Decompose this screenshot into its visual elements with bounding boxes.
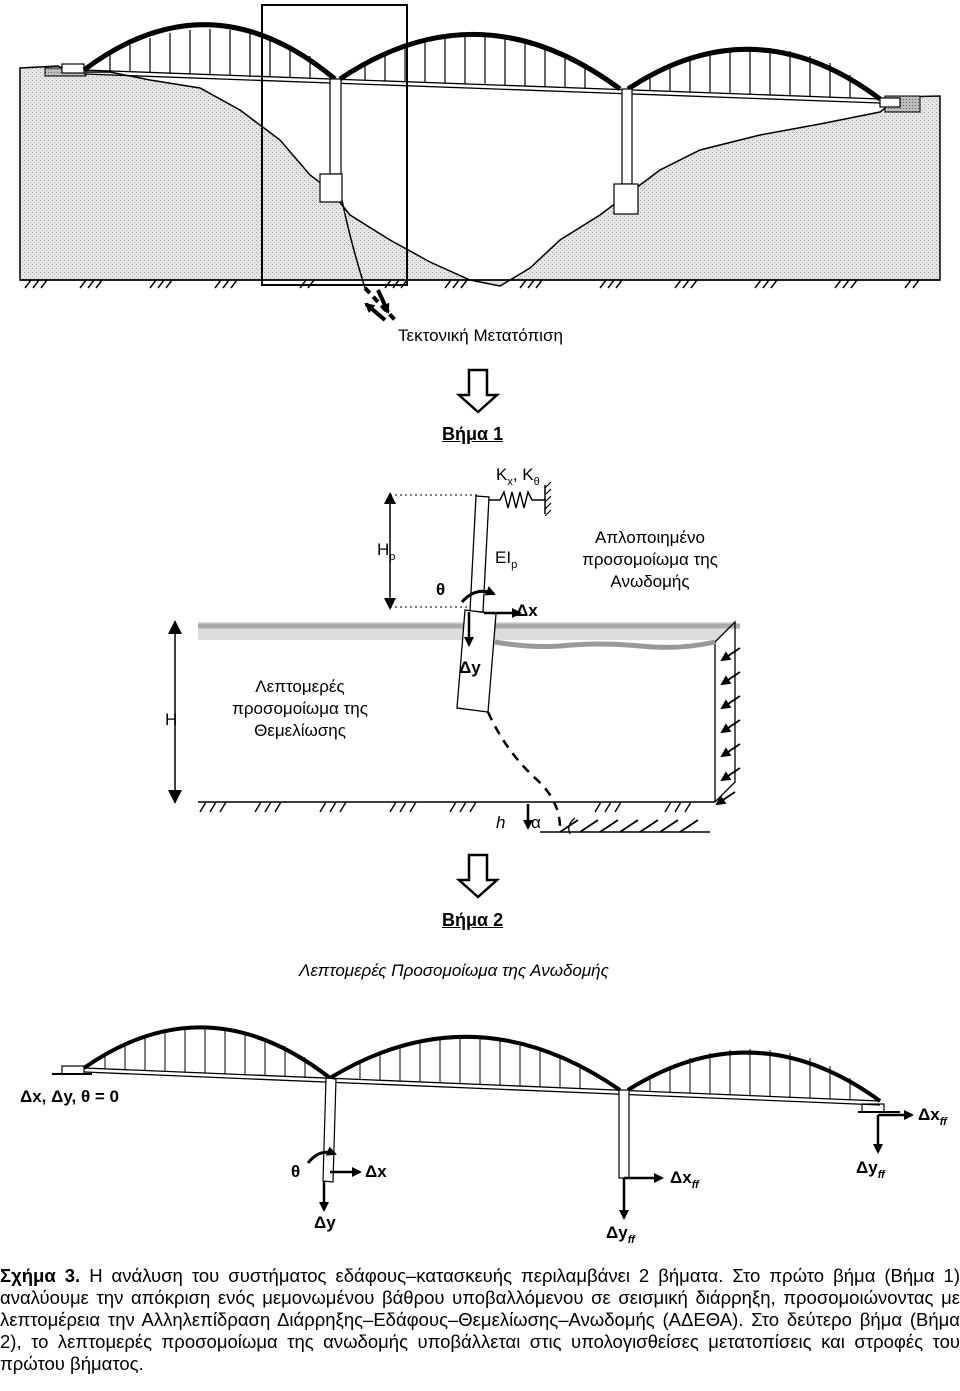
Hp-label: Hp: [377, 540, 396, 563]
step2-title: Βήμα 2: [442, 910, 504, 930]
step2-bridge: [52, 1025, 914, 1220]
caption-label: Σχήμα 3.: [0, 1265, 81, 1286]
figure-caption: Σχήμα 3. Η ανάλυση του συστήματος εδάφου…: [0, 1265, 960, 1375]
foundation-note: Λεπτομερές προσομοίωμα της Θεμελίωσης: [232, 677, 368, 740]
top-deck: [83, 69, 881, 104]
fault-label: Τεκτονική Μετατόπιση: [398, 326, 563, 345]
fault-dashed: [363, 286, 397, 322]
step1-fault: [486, 711, 562, 829]
arch-3: [626, 46, 882, 101]
step1-dx-label: Δx: [516, 601, 538, 620]
pier-1: [329, 78, 342, 175]
step2-subtitle: Λεπτομερές Προσομοίωμα της Ανωδομής: [299, 961, 609, 980]
dx-ff-pier2-label: Δxff: [670, 1168, 699, 1191]
h-label: h: [496, 813, 506, 832]
superstructure-note: Απλοποιημένο προσομοίωμα της Ανωδομής: [582, 528, 718, 591]
arch-2: [338, 32, 622, 92]
pier-2-footing: [613, 183, 639, 215]
alpha-label: α: [531, 813, 541, 832]
H-label: H: [165, 710, 178, 729]
ground-surface: [494, 639, 716, 650]
step1-dy-label: Δy: [459, 658, 481, 677]
step1-title: Βήμα 1: [442, 424, 504, 444]
arch-1: [82, 22, 337, 81]
step-arrow-2: [455, 853, 501, 899]
fault-trace: [341, 199, 366, 289]
step1-theta-label: θ: [436, 580, 446, 599]
step2-dx-pier1: Δx: [365, 1162, 387, 1181]
EIp-label: EIp: [495, 548, 518, 571]
top-bridge-scene: [19, 4, 941, 322]
dy-ff-right-label: Δyff: [856, 1158, 885, 1181]
pier-2: [621, 88, 633, 185]
fixed-left-label: Δx, Δy, θ = 0: [20, 1087, 119, 1106]
dy-ff-pier2-label: Δyff: [606, 1223, 635, 1246]
dx-ff-right-label: Δxff: [918, 1105, 947, 1128]
step1-model: [168, 481, 741, 835]
soil-block: [198, 640, 715, 802]
caption-text: Η ανάλυση του συστήματος εδάφους–κατασκε…: [0, 1265, 960, 1374]
spring-Kx: [489, 489, 545, 509]
theta-arc: [460, 586, 496, 604]
pier-1-footing: [319, 173, 343, 203]
step2-dy-pier1: Δy: [314, 1213, 336, 1232]
isolated-pier-box: [261, 4, 408, 286]
valley-soil: [19, 65, 941, 287]
step2-theta-label: θ: [291, 1162, 301, 1181]
step-arrow-1: [455, 368, 501, 414]
spring-label: Kx, Kθ: [496, 465, 540, 488]
